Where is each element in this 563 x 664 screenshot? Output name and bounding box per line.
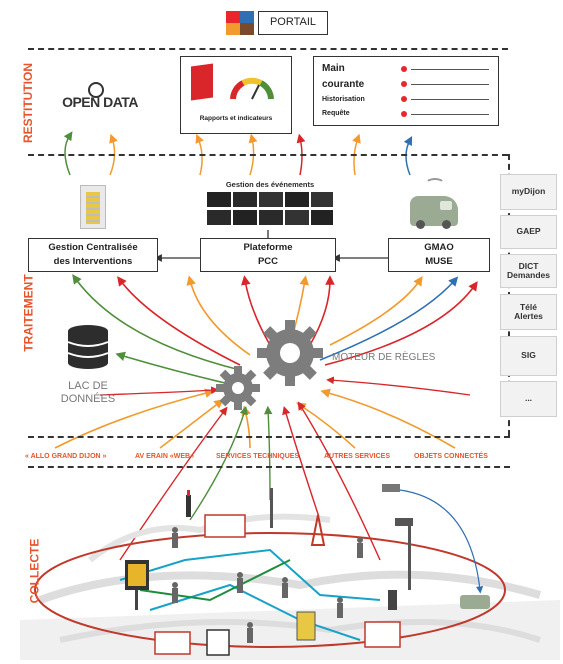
server-icon (80, 185, 106, 229)
side-item-label: ... (524, 393, 533, 404)
source-objets-connectes: OBJETS CONNECTÉS (414, 453, 488, 460)
mc-line-courante: courante (322, 79, 365, 90)
wifi-icon (425, 178, 445, 190)
side-item-dict[interactable]: DICT Demandes (500, 254, 557, 288)
pcc-line-2: PCC (257, 256, 279, 267)
side-item-label: DICT Demandes (507, 260, 550, 280)
source-autres-services: AUTRES SERVICES (324, 453, 390, 460)
gmao-line-2: MUSE (425, 256, 453, 267)
rapports-label: Rapports et indicateurs (199, 115, 273, 122)
pcc-box[interactable]: Plateforme PCC (200, 238, 336, 272)
lac-line-2: DONNÉES (60, 393, 116, 405)
database-icon (67, 325, 109, 369)
gear-large-icon (257, 320, 323, 386)
source-allo-grand-dijon: « ALLO GRAND DIJON » (25, 453, 107, 460)
mc-line-historisation: Historisation (322, 96, 365, 103)
opendata-logo: OPEN DATA (60, 82, 140, 118)
list-rule (411, 69, 489, 70)
bottom-separator (28, 436, 510, 438)
gci-line-2: des Interventions (53, 256, 133, 267)
list-rule (411, 84, 489, 85)
side-item-tele-alertes[interactable]: Télé Alertes (500, 294, 557, 330)
pcc-line-1: Plateforme (243, 242, 293, 253)
list-bullet (401, 96, 407, 102)
rapports-box[interactable]: Rapports et indicateurs (180, 56, 292, 134)
middle-separator (28, 154, 508, 156)
sources-separator (28, 466, 510, 468)
side-item-label: GAEP (516, 226, 541, 237)
van-icon (410, 196, 458, 229)
list-rule (411, 99, 489, 100)
side-item-more[interactable]: ... (500, 381, 557, 417)
source-services-techniques: SERVICES TECHNIQUES (216, 453, 300, 460)
report-book-icon (191, 63, 213, 101)
lac-label: LAC DE DONNÉES (52, 380, 124, 406)
gear-small-icon (216, 366, 260, 410)
moteur-label: MOTEUR DE RÈGLES (332, 352, 436, 363)
top-separator (28, 48, 508, 50)
side-item-sig[interactable]: SIG (500, 336, 557, 376)
main-courante-box[interactable]: Main courante Historisation Requête (313, 56, 499, 126)
section-restitution: RESTITUTION (21, 63, 35, 143)
gmao-line-1: GMAO (424, 242, 454, 253)
list-bullet (401, 111, 407, 117)
gci-line-1: Gestion Centralisée (48, 242, 138, 253)
side-item-label: myDijon (511, 186, 546, 197)
section-traitement: TRAITEMENT (21, 274, 36, 352)
source-web: AV ERAIN «WEB» (135, 453, 194, 460)
opendata-bulb-icon (88, 82, 104, 98)
portal-box[interactable]: PORTAIL (258, 11, 328, 35)
lac-line-1: LAC DE (68, 380, 108, 392)
opendata-label: OPEN DATA (62, 94, 138, 110)
gestion-evenements-label: Gestion des événements (225, 180, 315, 189)
list-bullet (401, 81, 407, 87)
section-collecte: COLLECTE (27, 538, 42, 604)
mc-line-requete: Requête (322, 110, 350, 117)
portal-label: PORTAIL (269, 16, 317, 28)
side-item-label: SIG (521, 350, 536, 361)
monitor-wall-icon (205, 192, 335, 234)
list-rule (411, 114, 489, 115)
side-item-mydijon[interactable]: myDijon (500, 174, 557, 210)
side-item-gaep[interactable]: GAEP (500, 215, 557, 249)
portal-logo-icon (226, 9, 256, 39)
side-item-label: Télé Alertes (514, 301, 543, 321)
gauge-icon (230, 77, 274, 100)
mc-line-main: Main (322, 63, 345, 74)
gci-box[interactable]: Gestion Centralisée des Interventions (28, 238, 158, 272)
gmao-box[interactable]: GMAO MUSE (388, 238, 490, 272)
list-bullet (401, 66, 407, 72)
